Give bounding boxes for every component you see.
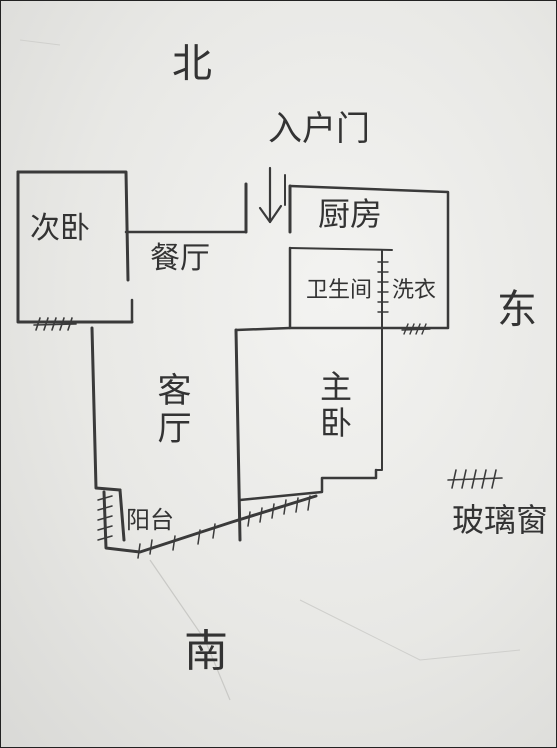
- kitchen-block-walls: [288, 184, 450, 471]
- east-label: 东: [497, 287, 537, 333]
- dining-label: 餐厅: [150, 241, 210, 276]
- laundry-label: 洗衣: [392, 278, 437, 303]
- bathroom-label: 卫生间: [306, 278, 373, 303]
- legend-window-symbol: [447, 469, 503, 489]
- second-bedroom-label: 次卧: [30, 211, 90, 246]
- second-bedroom-walls: [16, 170, 134, 324]
- laundry-window: [401, 323, 431, 335]
- kitchen-label: 厨房: [318, 195, 383, 233]
- living-room-walls: [90, 326, 292, 542]
- entrance-arrow: [258, 166, 286, 224]
- north-label: 北: [172, 41, 212, 87]
- second-bedroom-window: [33, 317, 77, 331]
- living-room-label: 客厅: [151, 372, 191, 448]
- kitchen-window: [377, 261, 389, 313]
- balcony-label: 阳台: [126, 506, 174, 534]
- entrance-label: 入户门: [268, 109, 370, 149]
- master-bedroom-label: 主卧: [315, 370, 353, 442]
- master-bedroom-walls: [238, 468, 378, 502]
- window-legend-label: 玻璃窗: [452, 501, 549, 539]
- balcony-walls: [97, 488, 318, 559]
- dining-walls: [124, 182, 292, 234]
- south-label: 南: [184, 626, 228, 677]
